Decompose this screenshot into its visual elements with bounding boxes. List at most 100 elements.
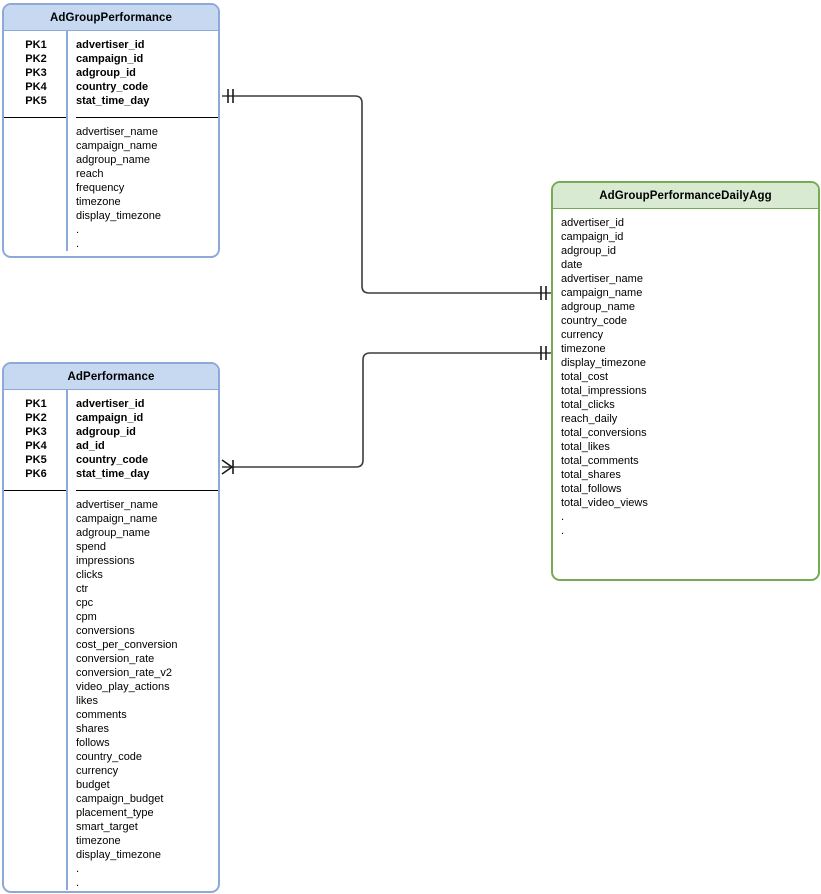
attribute: smart_target bbox=[76, 821, 138, 833]
key-field: country_code bbox=[76, 81, 149, 93]
attribute: reach bbox=[76, 168, 104, 180]
attribute: conversions bbox=[76, 625, 135, 637]
attribute: currency bbox=[76, 765, 119, 777]
entity-title-adgroupperformance: AdGroupPerformance bbox=[4, 5, 218, 31]
pk-tag: PK3 bbox=[25, 426, 47, 438]
attribute: reach_daily bbox=[561, 413, 618, 425]
cardinality-many-source bbox=[221, 459, 234, 475]
attribute: shares bbox=[76, 723, 110, 735]
attribute: total_shares bbox=[561, 469, 621, 481]
key-field: country_code bbox=[76, 454, 149, 466]
attribute: timezone bbox=[561, 343, 606, 355]
pk-tag: PK4 bbox=[25, 440, 47, 452]
key-field: ad_id bbox=[76, 440, 105, 452]
attribute: display_timezone bbox=[76, 849, 161, 861]
attribute: campaign_name bbox=[76, 140, 158, 152]
attribute: adgroup_name bbox=[76, 154, 151, 166]
key-section-divider bbox=[76, 117, 218, 118]
pk-tag: PK5 bbox=[25, 454, 47, 466]
attribute: campaign_budget bbox=[76, 793, 164, 805]
attribute: campaign_id bbox=[561, 231, 624, 243]
attribute-ellipsis: . bbox=[76, 238, 80, 250]
cardinality-one-and-only-one-target-2 bbox=[540, 346, 547, 360]
attribute: advertiser_id bbox=[561, 217, 624, 229]
attribute: total_likes bbox=[561, 441, 610, 453]
pk-tag: PK5 bbox=[25, 95, 47, 107]
attribute: cpm bbox=[76, 611, 97, 623]
attribute: currency bbox=[561, 329, 604, 341]
pk-tag: PK2 bbox=[25, 53, 47, 65]
attribute-ellipsis: . bbox=[561, 511, 565, 523]
pk-column-adgroupperformance: PK1 PK2 PK3 PK4 PK5 bbox=[4, 31, 68, 251]
attribute: budget bbox=[76, 779, 110, 791]
pk-section-divider bbox=[4, 490, 66, 491]
attribute-ellipsis: . bbox=[561, 525, 565, 537]
attribute: advertiser_name bbox=[76, 499, 158, 511]
entity-adperformance[interactable]: AdPerformance PK1 PK2 PK3 PK4 PK5 PK6 ad… bbox=[2, 362, 220, 893]
attribute: video_play_actions bbox=[76, 681, 170, 693]
attribute: likes bbox=[76, 695, 99, 707]
attribute: total_impressions bbox=[561, 385, 647, 397]
attribute: date bbox=[561, 259, 583, 271]
cardinality-one-and-only-one-source bbox=[227, 89, 234, 103]
entity-body-adgroupperformance: PK1 PK2 PK3 PK4 PK5 advertiser_id campai… bbox=[4, 31, 218, 251]
pk-section-divider bbox=[4, 117, 66, 118]
pk-tag: PK3 bbox=[25, 67, 47, 79]
entity-title-adperformance: AdPerformance bbox=[4, 364, 218, 390]
pk-tag: PK2 bbox=[25, 412, 47, 424]
attribute: placement_type bbox=[76, 807, 154, 819]
attribute: campaign_name bbox=[76, 513, 158, 525]
pk-column-adperformance: PK1 PK2 PK3 PK4 PK5 PK6 bbox=[4, 390, 68, 890]
field-column-adperformance: advertiser_id campaign_id adgroup_id ad_… bbox=[68, 390, 218, 890]
attribute: total_video_views bbox=[561, 497, 648, 509]
key-field: stat_time_day bbox=[76, 468, 150, 480]
attribute: adgroup_id bbox=[561, 245, 617, 257]
attribute: adgroup_name bbox=[76, 527, 151, 539]
key-field: campaign_id bbox=[76, 53, 144, 65]
attribute: campaign_name bbox=[561, 287, 643, 299]
attribute: clicks bbox=[76, 569, 103, 581]
entity-body-adgroupperformancedailyagg: advertiser_id campaign_id adgroup_id dat… bbox=[553, 209, 818, 538]
key-section-divider bbox=[76, 490, 218, 491]
attribute-ellipsis: . bbox=[76, 863, 80, 875]
attribute: follows bbox=[76, 737, 110, 749]
attribute: country_code bbox=[561, 315, 628, 327]
attribute: total_conversions bbox=[561, 427, 647, 439]
key-field: stat_time_day bbox=[76, 95, 150, 107]
attribute: conversion_rate bbox=[76, 653, 155, 665]
entity-adgroupperformancedailyagg[interactable]: AdGroupPerformanceDailyAgg advertiser_id… bbox=[551, 181, 820, 581]
pk-tag: PK6 bbox=[25, 468, 47, 480]
field-column-adgroupperformance: advertiser_id campaign_id adgroup_id cou… bbox=[68, 31, 218, 251]
attribute: cost_per_conversion bbox=[76, 639, 178, 651]
attribute: timezone bbox=[76, 835, 121, 847]
attribute: cpc bbox=[76, 597, 94, 609]
attribute: country_code bbox=[76, 751, 143, 763]
attribute: spend bbox=[76, 541, 106, 553]
attribute: advertiser_name bbox=[76, 126, 158, 138]
attribute-ellipsis: . bbox=[76, 224, 80, 236]
key-field: advertiser_id bbox=[76, 39, 145, 51]
key-field: campaign_id bbox=[76, 412, 144, 424]
entity-body-adperformance: PK1 PK2 PK3 PK4 PK5 PK6 advertiser_id ca… bbox=[4, 390, 218, 890]
attribute-ellipsis: . bbox=[76, 877, 80, 889]
attribute: conversion_rate_v2 bbox=[76, 667, 173, 679]
pk-tag: PK1 bbox=[25, 39, 47, 51]
cardinality-one-and-only-one-target bbox=[540, 286, 547, 300]
entity-title-adgroupperformancedailyagg: AdGroupPerformanceDailyAgg bbox=[553, 183, 818, 209]
relationship-adgroupperformance-to-dailyagg bbox=[222, 89, 552, 300]
attribute: impressions bbox=[76, 555, 135, 567]
key-field: advertiser_id bbox=[76, 398, 145, 410]
attribute: frequency bbox=[76, 182, 125, 194]
attribute: total_comments bbox=[561, 455, 639, 467]
pk-tag: PK4 bbox=[25, 81, 47, 93]
attribute: total_clicks bbox=[561, 399, 615, 411]
entity-adgroupperformance[interactable]: AdGroupPerformance PK1 PK2 PK3 PK4 PK5 a… bbox=[2, 3, 220, 258]
attribute: comments bbox=[76, 709, 127, 721]
pk-tag: PK1 bbox=[25, 398, 47, 410]
key-field: adgroup_id bbox=[76, 426, 136, 438]
key-field: adgroup_id bbox=[76, 67, 136, 79]
attribute: adgroup_name bbox=[561, 301, 636, 313]
attribute: ctr bbox=[76, 583, 89, 595]
attribute: advertiser_name bbox=[561, 273, 643, 285]
